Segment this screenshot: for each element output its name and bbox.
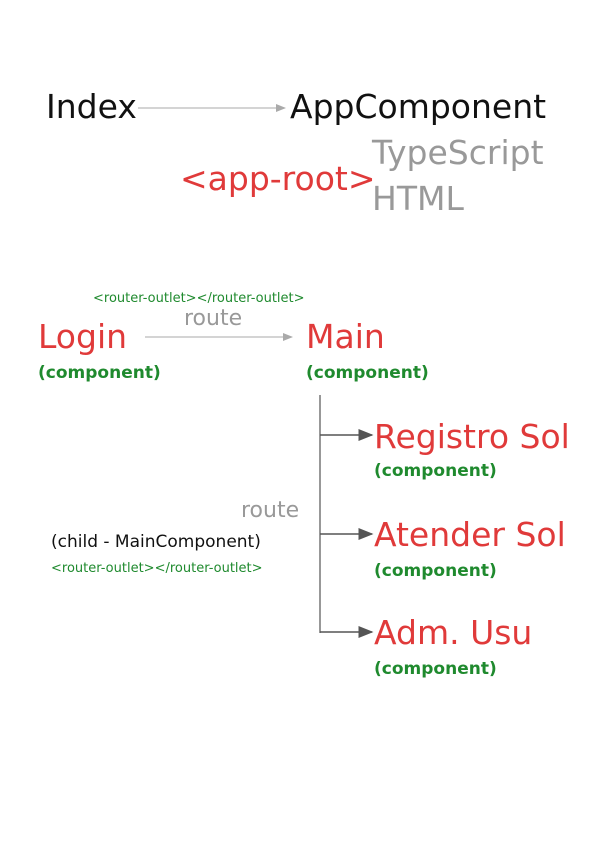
atender-sol-node: Atender Sol <box>374 518 566 551</box>
adm-usu-node: Adm. Usu <box>374 616 532 649</box>
router-outlet-top: <router-outlet></router-outlet> <box>93 292 305 305</box>
atender-sol-subtitle: (component) <box>374 563 497 580</box>
login-subtitle: (component) <box>38 365 161 382</box>
typescript-label: TypeScript <box>372 136 544 169</box>
index-label: Index <box>46 90 137 123</box>
app-root-tag: <app-root> <box>180 162 376 195</box>
route-label-top: route <box>184 308 242 330</box>
appcomponent-label: AppComponent <box>290 90 546 123</box>
registro-sol-node: Registro Sol <box>374 420 570 453</box>
adm-usu-subtitle: (component) <box>374 661 497 678</box>
main-subtitle: (component) <box>306 365 429 382</box>
registro-sol-subtitle: (component) <box>374 463 497 480</box>
html-label: HTML <box>372 182 464 215</box>
child-maincomponent-label: (child - MainComponent) <box>51 534 261 551</box>
router-outlet-child: <router-outlet></router-outlet> <box>51 562 263 575</box>
login-node: Login <box>38 320 127 353</box>
main-node: Main <box>306 320 385 353</box>
route-label-child: route <box>241 500 299 522</box>
